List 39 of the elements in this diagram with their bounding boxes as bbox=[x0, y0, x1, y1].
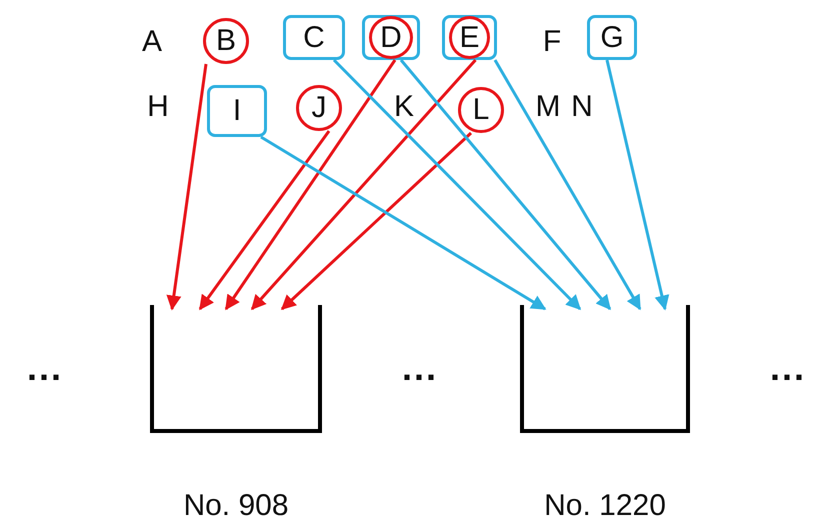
letter: I bbox=[232, 96, 242, 126]
letter: E bbox=[459, 22, 480, 52]
letter: M bbox=[536, 92, 560, 122]
bucket-caption: No. 908 bbox=[183, 491, 289, 521]
circled-letter bbox=[296, 85, 342, 131]
letter: N bbox=[571, 92, 593, 122]
letter: C bbox=[303, 22, 325, 52]
letter: J bbox=[312, 93, 326, 123]
letter: H bbox=[147, 92, 169, 122]
letter: F bbox=[542, 27, 562, 57]
arrow bbox=[494, 59, 642, 310]
circled-letter bbox=[458, 87, 504, 133]
arrow bbox=[260, 136, 546, 310]
letter: G bbox=[600, 22, 624, 52]
bucket-container bbox=[150, 305, 322, 433]
letter: B bbox=[216, 26, 236, 56]
circled-letter bbox=[203, 18, 249, 64]
arrow bbox=[224, 59, 396, 310]
arrow bbox=[250, 59, 477, 310]
ellipsis: ... bbox=[402, 350, 438, 386]
arrow bbox=[606, 60, 670, 310]
arrow bbox=[332, 58, 582, 310]
letter: D bbox=[380, 22, 402, 52]
bucket-container bbox=[520, 305, 690, 433]
boxed-letter bbox=[207, 85, 267, 137]
arrow bbox=[400, 59, 612, 310]
boxed-circled-letter bbox=[362, 15, 420, 60]
arrow bbox=[166, 64, 208, 310]
letter: L bbox=[472, 95, 490, 125]
letter: A bbox=[142, 27, 162, 57]
boxed-letter bbox=[283, 15, 345, 60]
ellipsis: ... bbox=[770, 350, 806, 386]
arrow bbox=[198, 130, 330, 310]
letter: K bbox=[394, 92, 414, 122]
boxed-letter bbox=[587, 15, 637, 60]
ellipsis: ... bbox=[27, 350, 63, 386]
arrow bbox=[280, 132, 472, 310]
boxed-circled-letter bbox=[442, 15, 497, 60]
bucket-caption: No. 1220 bbox=[544, 491, 666, 521]
